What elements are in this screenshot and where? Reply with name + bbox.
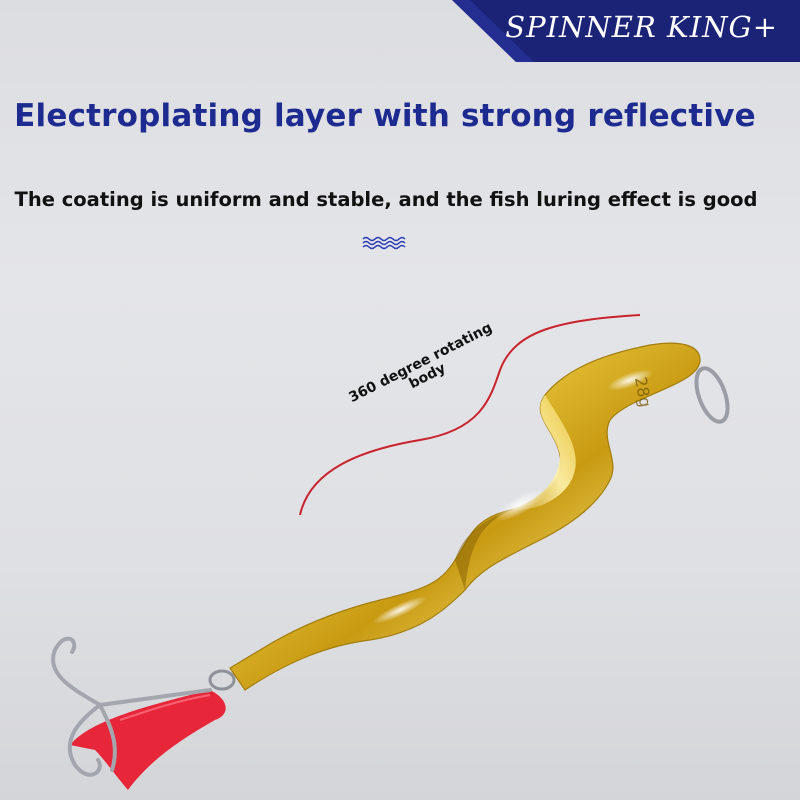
headline: Electroplating layer with strong reflect… (14, 98, 756, 134)
spinner-body: 28g (229, 342, 701, 691)
red-tail (70, 690, 226, 790)
subheadline: The coating is uniform and stable, and t… (14, 188, 758, 211)
brand-name: SPINNER KING+ (505, 10, 778, 44)
fishing-line (299, 314, 641, 516)
weight-label: 28g (631, 375, 655, 408)
brand-banner: SPINNER KING+ (0, 0, 800, 62)
treble-hook (51, 636, 212, 777)
lower-ring (208, 669, 236, 691)
wave-icon (362, 236, 406, 250)
split-ring (694, 366, 730, 424)
